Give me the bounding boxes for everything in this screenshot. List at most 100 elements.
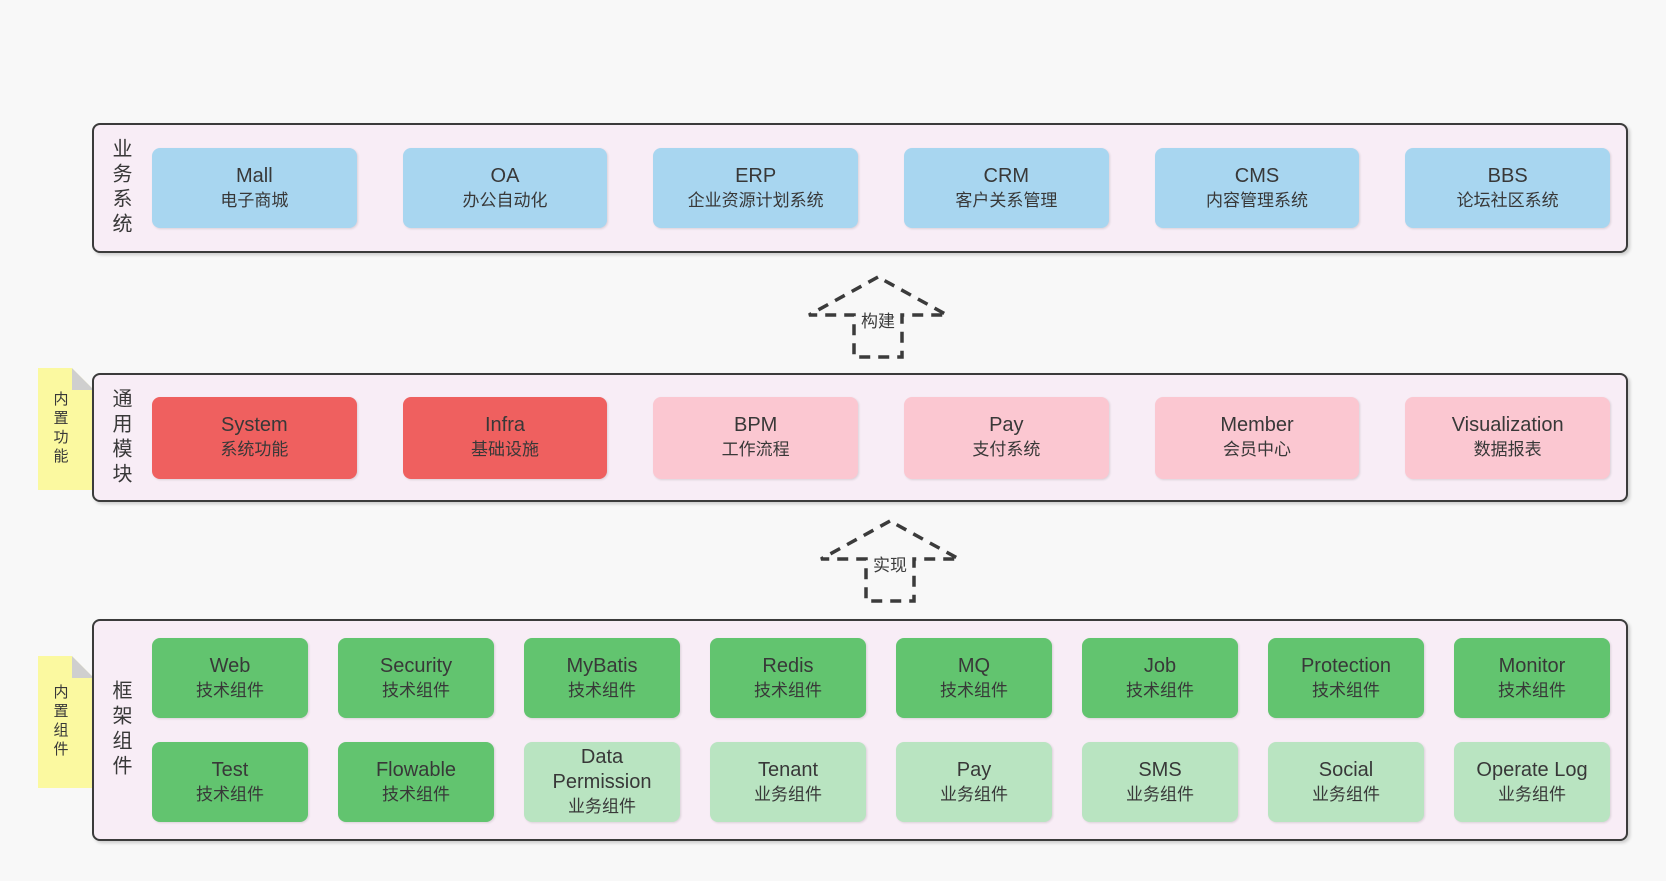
box-name: Operate Log <box>1476 758 1588 781</box>
box-name: ERP <box>735 164 777 187</box>
band-label-business-systems: 业务系统 <box>109 138 131 238</box>
box-name: Pay <box>956 758 992 781</box>
box-data-permission: Data Permission 业务组件 <box>524 742 680 822</box>
box-subtitle: 技术组件 <box>754 680 822 700</box>
box-name: Redis <box>762 654 814 677</box>
box-operate-log: Operate Log 业务组件 <box>1454 742 1610 822</box>
box-visualization: Visualization 数据报表 <box>1405 396 1610 479</box>
box-name: Flowable <box>375 758 457 781</box>
box-bbs: BBS 论坛社区系统 <box>1405 148 1610 228</box>
box-name: CMS <box>1234 164 1280 187</box>
box-name: Monitor <box>1498 654 1566 677</box>
box-name: Mall <box>235 164 273 187</box>
sticky-note-builtin-components: 内置组件 <box>38 656 94 788</box>
sticky-note-builtin-features: 内置功能 <box>38 368 94 490</box>
box-subtitle: 技术组件 <box>382 784 450 804</box>
box-subtitle: 工作流程 <box>721 440 790 459</box>
sticky-note-text: 内置功能 <box>51 391 69 467</box>
sticky-note-text: 内置组件 <box>51 684 69 760</box>
dashed-up-arrow-build <box>808 275 948 359</box>
box-subtitle: 业务组件 <box>568 797 636 816</box>
box-subtitle: 支付系统 <box>972 440 1041 459</box>
band-common-modules: 通用模块 System 系统功能 Infra 基础设施 BPM 工作流程 Pay 支付系统 Me… <box>92 373 1628 502</box>
box-name: Tenant <box>757 758 819 781</box>
box-mall: Mall 电子商城 <box>152 148 357 228</box>
box-redis: Redis 技术组件 <box>710 638 866 718</box>
box-cms: CMS 内容管理系统 <box>1154 148 1360 228</box>
box-name: System <box>220 414 288 436</box>
box-subtitle: 会员中心 <box>1222 440 1291 459</box>
box-name: Social <box>1318 758 1374 781</box>
box-infra: Infra 基础设施 <box>402 396 608 479</box>
box-name: Pay <box>989 414 1024 436</box>
box-subtitle: 数据报表 <box>1473 440 1542 459</box>
box-subtitle: 技术组件 <box>940 680 1008 700</box>
box-tenant: Tenant 业务组件 <box>710 742 866 822</box>
box-name: BBS <box>1487 164 1528 187</box>
box-name: Visualization <box>1451 414 1564 436</box>
box-subtitle: 业务组件 <box>1498 784 1566 804</box>
box-name: Data Permission <box>552 746 652 793</box>
box-mybatis: MyBatis 技术组件 <box>524 638 680 718</box>
box-name: Protection <box>1300 654 1392 677</box>
band-label-framework-components: 框架组件 <box>109 680 131 780</box>
box-name: Test <box>211 758 249 781</box>
box-subtitle: 电子商城 <box>220 190 289 210</box>
box-protection: Protection 技术组件 <box>1268 638 1424 718</box>
box-job: Job 技术组件 <box>1082 638 1238 718</box>
arrow-label-implement: 实现 <box>870 555 910 577</box>
box-name: MQ <box>957 654 991 677</box>
dashed-up-arrow-implement <box>820 519 960 603</box>
box-name: Security <box>379 654 453 677</box>
box-pay: Pay 业务组件 <box>896 742 1052 822</box>
box-subtitle: 技术组件 <box>196 680 264 700</box>
box-sms: SMS 业务组件 <box>1082 742 1238 822</box>
box-name: Web <box>209 654 251 677</box>
folded-corner-icon <box>72 656 94 678</box>
box-subtitle: 内容管理系统 <box>1205 190 1308 210</box>
box-subtitle: 技术组件 <box>1312 680 1380 700</box>
band-label-common-modules: 通用模块 <box>109 387 131 488</box>
box-subtitle: 技术组件 <box>1126 680 1194 700</box>
box-subtitle: 技术组件 <box>1498 680 1566 700</box>
box-subtitle: 技术组件 <box>382 680 450 700</box>
box-subtitle: 基础设施 <box>470 440 539 459</box>
box-subtitle: 系统功能 <box>220 440 289 459</box>
box-subtitle: 技术组件 <box>568 680 636 700</box>
box-name: MyBatis <box>566 654 638 677</box>
box-name: CRM <box>983 164 1030 187</box>
box-flowable: Flowable 技术组件 <box>338 742 494 822</box>
box-security: Security 技术组件 <box>338 638 494 718</box>
box-subtitle: 论坛社区系统 <box>1456 190 1559 210</box>
box-name: BPM <box>733 414 778 436</box>
box-bpm: BPM 工作流程 <box>653 396 858 479</box>
box-name: SMS <box>1138 758 1182 781</box>
box-subtitle: 办公自动化 <box>462 190 548 210</box>
box-name: Infra <box>484 414 525 436</box>
box-web: Web 技术组件 <box>152 638 308 718</box>
box-subtitle: 业务组件 <box>1126 784 1194 804</box>
folded-corner-icon <box>72 368 94 390</box>
box-monitor: Monitor 技术组件 <box>1454 638 1610 718</box>
box-mq: MQ 技术组件 <box>896 638 1052 718</box>
box-subtitle: 业务组件 <box>940 784 1008 804</box>
box-pay: Pay 支付系统 <box>904 396 1109 479</box>
box-subtitle: 业务组件 <box>754 784 822 804</box>
box-system: System 系统功能 <box>152 396 357 479</box>
box-name: Job <box>1143 654 1177 677</box>
